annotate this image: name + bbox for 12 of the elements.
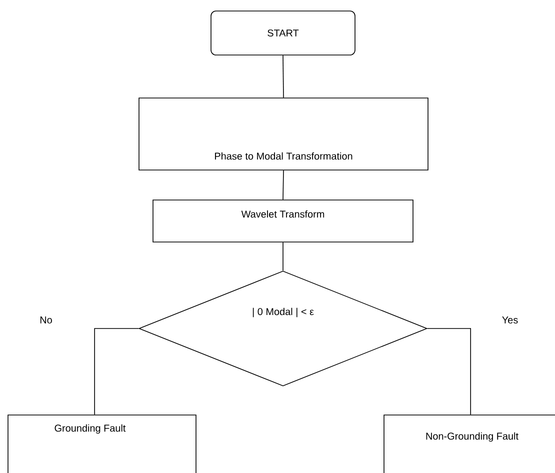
process-box: Grounding Fault	[8, 414, 196, 473]
connector-line	[427, 328, 471, 415]
process-box: Wavelet Transform	[152, 200, 414, 242]
edge-label: No	[40, 316, 52, 324]
connector-line	[94, 328, 139, 415]
connector-line	[282, 55, 284, 98]
process-box: Non-Grounding Fault	[384, 414, 555, 473]
connector-line	[282, 170, 284, 200]
edge-label: Yes	[502, 316, 518, 324]
process-box: Phase to Modal Transformation	[138, 98, 428, 170]
connector-line	[282, 242, 284, 271]
start-box: START	[210, 10, 356, 56]
